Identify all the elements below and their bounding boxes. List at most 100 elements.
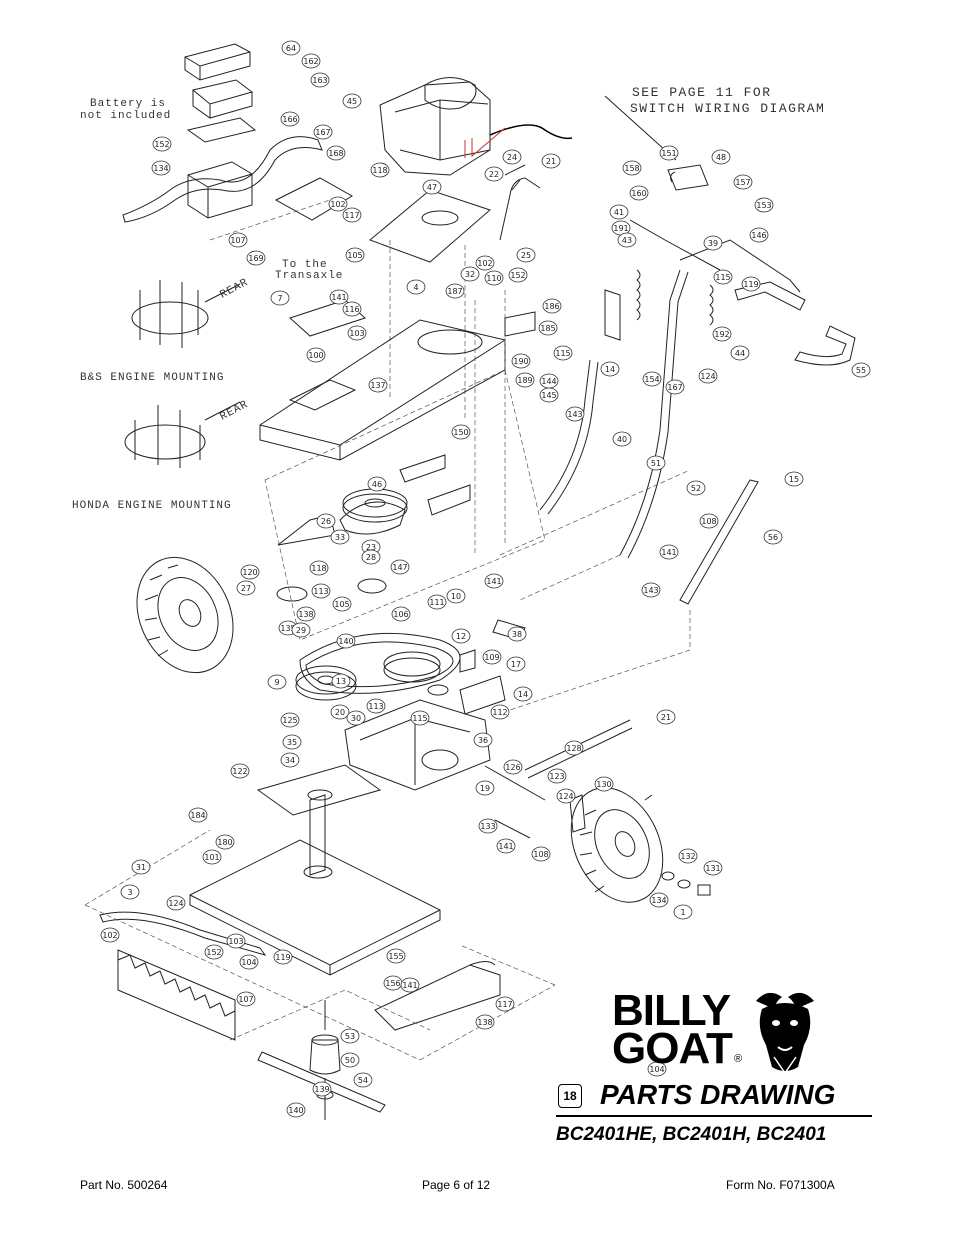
svg-text:30: 30 <box>351 714 361 723</box>
callout-54: 54 <box>353 1072 373 1088</box>
callout-102: 102 <box>475 255 495 271</box>
callout-150: 150 <box>451 424 471 440</box>
callout-141: 141 <box>329 289 349 305</box>
callout-100: 100 <box>306 347 326 363</box>
callout-55: 55 <box>851 362 871 378</box>
callout-13: 13 <box>331 673 351 689</box>
footer-page-number: Page 6 of 12 <box>422 1178 491 1192</box>
page-title: PARTS DRAWING <box>600 1079 836 1110</box>
svg-text:185: 185 <box>540 324 555 333</box>
svg-text:167: 167 <box>315 128 330 137</box>
callout-101: 101 <box>202 849 222 865</box>
svg-text:152: 152 <box>154 140 169 149</box>
callout-128: 128 <box>564 740 584 756</box>
svg-text:119: 119 <box>743 280 758 289</box>
svg-text:152: 152 <box>206 948 221 957</box>
svg-text:53: 53 <box>345 1032 355 1041</box>
callout-7: 7 <box>270 290 290 306</box>
svg-text:120: 120 <box>242 568 257 577</box>
honda-mounting-label: HONDA ENGINE MOUNTING <box>72 500 232 512</box>
svg-text:40: 40 <box>617 435 627 444</box>
svg-text:64: 64 <box>286 44 296 53</box>
svg-text:23: 23 <box>366 543 376 552</box>
callout-111: 111 <box>427 594 447 610</box>
svg-text:141: 141 <box>661 548 676 557</box>
svg-text:140: 140 <box>288 1106 303 1115</box>
battery-note-line2: not included <box>80 110 171 122</box>
svg-text:186: 186 <box>544 302 559 311</box>
callout-102: 102 <box>100 927 120 943</box>
left-wheel <box>136 556 234 674</box>
blade-assembly <box>229 989 431 1120</box>
svg-text:153: 153 <box>756 201 771 210</box>
callout-119: 119 <box>273 949 293 965</box>
callout-110: 110 <box>484 270 504 286</box>
callout-124: 124 <box>698 368 718 384</box>
svg-text:191: 191 <box>613 224 628 233</box>
callout-103: 103 <box>226 933 246 949</box>
svg-text:104: 104 <box>649 1065 664 1074</box>
svg-text:141: 141 <box>486 577 501 586</box>
callout-190: 190 <box>511 353 531 369</box>
callout-123: 123 <box>547 768 567 784</box>
callout-152: 152 <box>204 944 224 960</box>
bs-rear-label: REAR <box>218 277 250 302</box>
callout-157: 157 <box>733 174 753 190</box>
svg-text:48: 48 <box>716 153 726 162</box>
logo-line1: BILLY <box>612 986 731 1035</box>
svg-text:146: 146 <box>751 231 766 240</box>
svg-text:22: 22 <box>489 170 499 179</box>
callout-130: 130 <box>594 776 614 792</box>
svg-text:184: 184 <box>190 811 205 820</box>
callout-30: 30 <box>346 710 366 726</box>
svg-text:187: 187 <box>447 287 462 296</box>
callout-53: 53 <box>340 1028 360 1044</box>
callout-126: 126 <box>503 759 523 775</box>
svg-text:19: 19 <box>480 784 490 793</box>
see-page-note-line1: SEE PAGE 11 FOR <box>632 85 772 100</box>
callout-45: 45 <box>342 93 362 109</box>
svg-text:144: 144 <box>541 377 556 386</box>
svg-text:169: 169 <box>248 254 263 263</box>
svg-text:104: 104 <box>241 958 256 967</box>
callout-107: 107 <box>228 232 248 248</box>
callout-124: 124 <box>166 895 186 911</box>
svg-text:152: 152 <box>510 271 525 280</box>
callout-155: 155 <box>386 948 406 964</box>
svg-text:154: 154 <box>644 375 659 384</box>
svg-text:32: 32 <box>465 270 475 279</box>
callout-145: 145 <box>539 387 559 403</box>
callout-113: 113 <box>311 583 331 599</box>
drawing-title-row: 18 PARTS DRAWING <box>558 1078 874 1114</box>
callout-141: 141 <box>659 544 679 560</box>
callout-4: 4 <box>406 279 426 295</box>
callout-132: 132 <box>678 848 698 864</box>
callout-140: 140 <box>336 633 356 649</box>
svg-text:145: 145 <box>541 391 556 400</box>
model-numbers: BC2401HE, BC2401H, BC2401 <box>556 1124 827 1145</box>
callout-163: 163 <box>310 72 330 88</box>
svg-text:21: 21 <box>661 713 671 722</box>
svg-text:103: 103 <box>228 937 243 946</box>
svg-text:124: 124 <box>558 792 573 801</box>
svg-text:108: 108 <box>533 850 548 859</box>
svg-text:156: 156 <box>385 979 400 988</box>
transaxle-note-line1: To the <box>282 259 328 271</box>
svg-text:138: 138 <box>477 1018 492 1027</box>
brackets <box>339 311 586 833</box>
svg-text:10: 10 <box>451 592 461 601</box>
svg-text:138: 138 <box>298 610 313 619</box>
svg-text:25: 25 <box>521 251 531 260</box>
callout-113: 113 <box>366 698 386 714</box>
svg-text:52: 52 <box>691 484 701 493</box>
callout-107: 107 <box>236 991 256 1007</box>
bs-mounting-label: B&S ENGINE MOUNTING <box>80 372 224 384</box>
svg-text:51: 51 <box>651 459 661 468</box>
callout-108: 108 <box>699 513 719 529</box>
svg-text:150: 150 <box>453 428 468 437</box>
svg-text:151: 151 <box>661 149 676 158</box>
callout-108: 108 <box>531 846 551 862</box>
callout-134: 134 <box>649 892 669 908</box>
svg-text:47: 47 <box>427 183 437 192</box>
svg-text:157: 157 <box>735 178 750 187</box>
